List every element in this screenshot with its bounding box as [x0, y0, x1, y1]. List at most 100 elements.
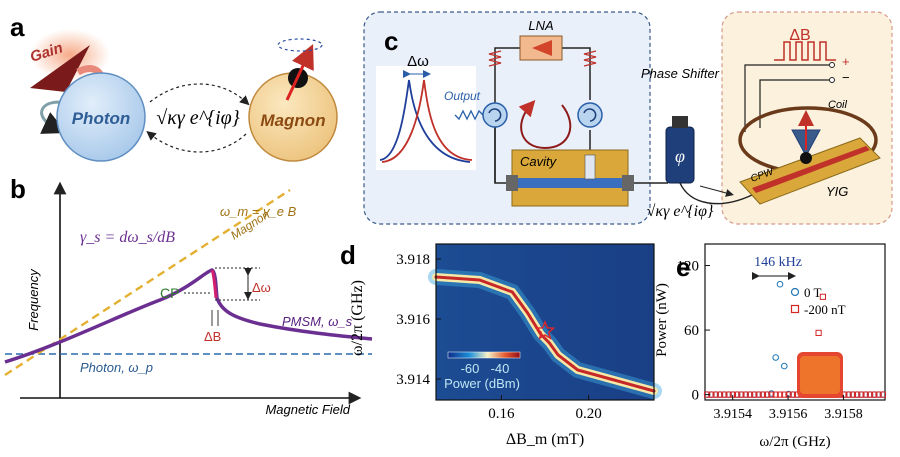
cpw-line: [752, 146, 870, 193]
phase-shifter-knob: [672, 116, 688, 128]
panel-c: c Δω LNA Output Cavity: [363, 11, 893, 225]
e-y-tick-label-1: 60: [684, 323, 699, 339]
e-y-tick-label-0: 0: [692, 388, 700, 404]
gain-triangle-icon: [30, 45, 90, 92]
c-delta-omega-label: Δω: [407, 53, 429, 70]
legend-label-0: 0 T: [804, 285, 822, 300]
colorbar: [447, 351, 521, 359]
series-1-point-12: [755, 391, 762, 398]
output-line-icon: [454, 109, 484, 121]
series-1-point-40: [875, 391, 882, 398]
loop-arrow-icon: [518, 100, 572, 150]
watermark-logo: [797, 352, 843, 398]
magnon-label: Magnon: [260, 111, 325, 130]
series-0-point-16: [772, 354, 780, 361]
scatter-frame: [704, 243, 886, 401]
cavity-feed: [584, 154, 596, 180]
series-0-point-17: [776, 280, 784, 288]
series-1-point-8: [738, 391, 745, 398]
series-1-point-34: [849, 391, 856, 398]
spectrum-inset: [376, 66, 476, 170]
b-omega-m-label: ω_m = γ_e B: [220, 204, 297, 219]
series-1-point-27: [819, 293, 826, 300]
legend-marker-1: [790, 304, 800, 314]
e-x-tick-label-2: 3.9158: [824, 407, 863, 422]
e-y-axis-label: Power (nW): [654, 283, 670, 357]
lna-triangle-icon: [532, 40, 552, 56]
e-annotation-label: 146 kHz: [754, 255, 802, 270]
b-pmsm-label: PMSM, ω_s: [282, 314, 353, 329]
yig-sphere-icon: [800, 152, 812, 164]
yig-label: YIG: [826, 184, 848, 199]
ridge-peak: [434, 275, 656, 393]
heatmap-frame: [435, 243, 655, 401]
panel-d-letter: d: [340, 240, 356, 270]
series-1-point-20: [789, 391, 796, 398]
phase-shifter-label: Phase Shifter: [641, 66, 720, 81]
minus-label: −: [842, 70, 850, 85]
series-1-point-17: [776, 391, 784, 398]
plus-label: +: [842, 54, 850, 69]
signal-arrow-icon: [699, 185, 734, 197]
colorbar-tick-2: -40: [491, 361, 510, 376]
panel-a-letter: a: [10, 12, 25, 42]
coil-lead-1: [744, 64, 829, 132]
colorbar-label: Power (dBm): [444, 376, 520, 391]
spectrum-blue: [379, 79, 471, 163]
panel-a: a Gain Photon Magnon √κγ e^{iφ}: [10, 12, 338, 162]
b-x-axis-label: Magnetic Field: [265, 402, 350, 417]
coil-lead-2: [759, 79, 829, 128]
b-y-axis-label: Frequency: [26, 268, 41, 331]
series-1-point-36: [858, 391, 865, 398]
photon-label: Photon: [72, 109, 131, 128]
series-1-point-11: [751, 391, 758, 398]
pulse-train-icon: [774, 41, 836, 61]
e-x-tick-label-0: 3.9154: [713, 407, 752, 422]
circulator-left-arrow-icon: [488, 108, 502, 122]
series-1-point-13: [759, 391, 766, 398]
series-1-point-4: [721, 391, 728, 398]
e-x-axis-label: ω/2π (GHz): [759, 434, 830, 450]
coupling-arrow-bottom-icon: [146, 131, 247, 153]
attenuator-left-icon: [488, 50, 502, 67]
d-y-axis-label: ω/2π (GHz): [349, 280, 366, 356]
series-1-point-16: [772, 391, 779, 398]
circulator-left-icon: [482, 102, 508, 128]
attenuator-right-icon: [583, 50, 597, 67]
b-delta-omega-label: Δω: [252, 280, 271, 295]
c-delta-b-label: ΔB: [789, 27, 810, 44]
series-1-point-35: [854, 391, 861, 398]
series-1-point-33: [845, 391, 852, 398]
series-1-point-41: [879, 391, 886, 398]
coil-label: Coil: [828, 99, 848, 111]
coupling-label: √κγ e^{iφ}: [156, 107, 239, 129]
output-label: Output: [444, 89, 481, 103]
b-gamma-s-label: γ_s = dω_s/dB: [80, 229, 175, 246]
series-1-point-26: [815, 329, 822, 336]
series-1-point-10: [746, 391, 754, 398]
terminal-minus-icon: [829, 77, 835, 83]
cp-star-marker: [534, 320, 556, 340]
e-x-tick-label-1: 3.9156: [769, 407, 808, 422]
d-y-tick-label-1: 3.916: [396, 312, 430, 328]
pmsm-jump: [210, 269, 218, 299]
series-1-point-2: [712, 391, 719, 398]
photon-circle: [56, 72, 146, 162]
panel-e-letter: e: [676, 252, 690, 282]
series-1-point-3: [716, 391, 724, 398]
series-1-point-14: [764, 391, 771, 398]
panel-b: b Frequency Magnetic Field Photon, ω_p ω…: [4, 174, 373, 417]
b-delta-b-label: ΔB: [204, 329, 221, 344]
e-y-tick-label-2: 120: [677, 259, 700, 275]
panel-c-letter: c: [384, 26, 398, 56]
cavity-connector-left: [506, 175, 518, 191]
series-1-point-38: [866, 391, 874, 398]
spectrum-red: [381, 79, 473, 163]
series-1-point-19: [785, 391, 792, 398]
series-1-point-37: [862, 391, 869, 398]
wire-to-cpw: [679, 182, 753, 205]
c-coupling-label: √κγ e^{iφ}: [647, 203, 714, 220]
